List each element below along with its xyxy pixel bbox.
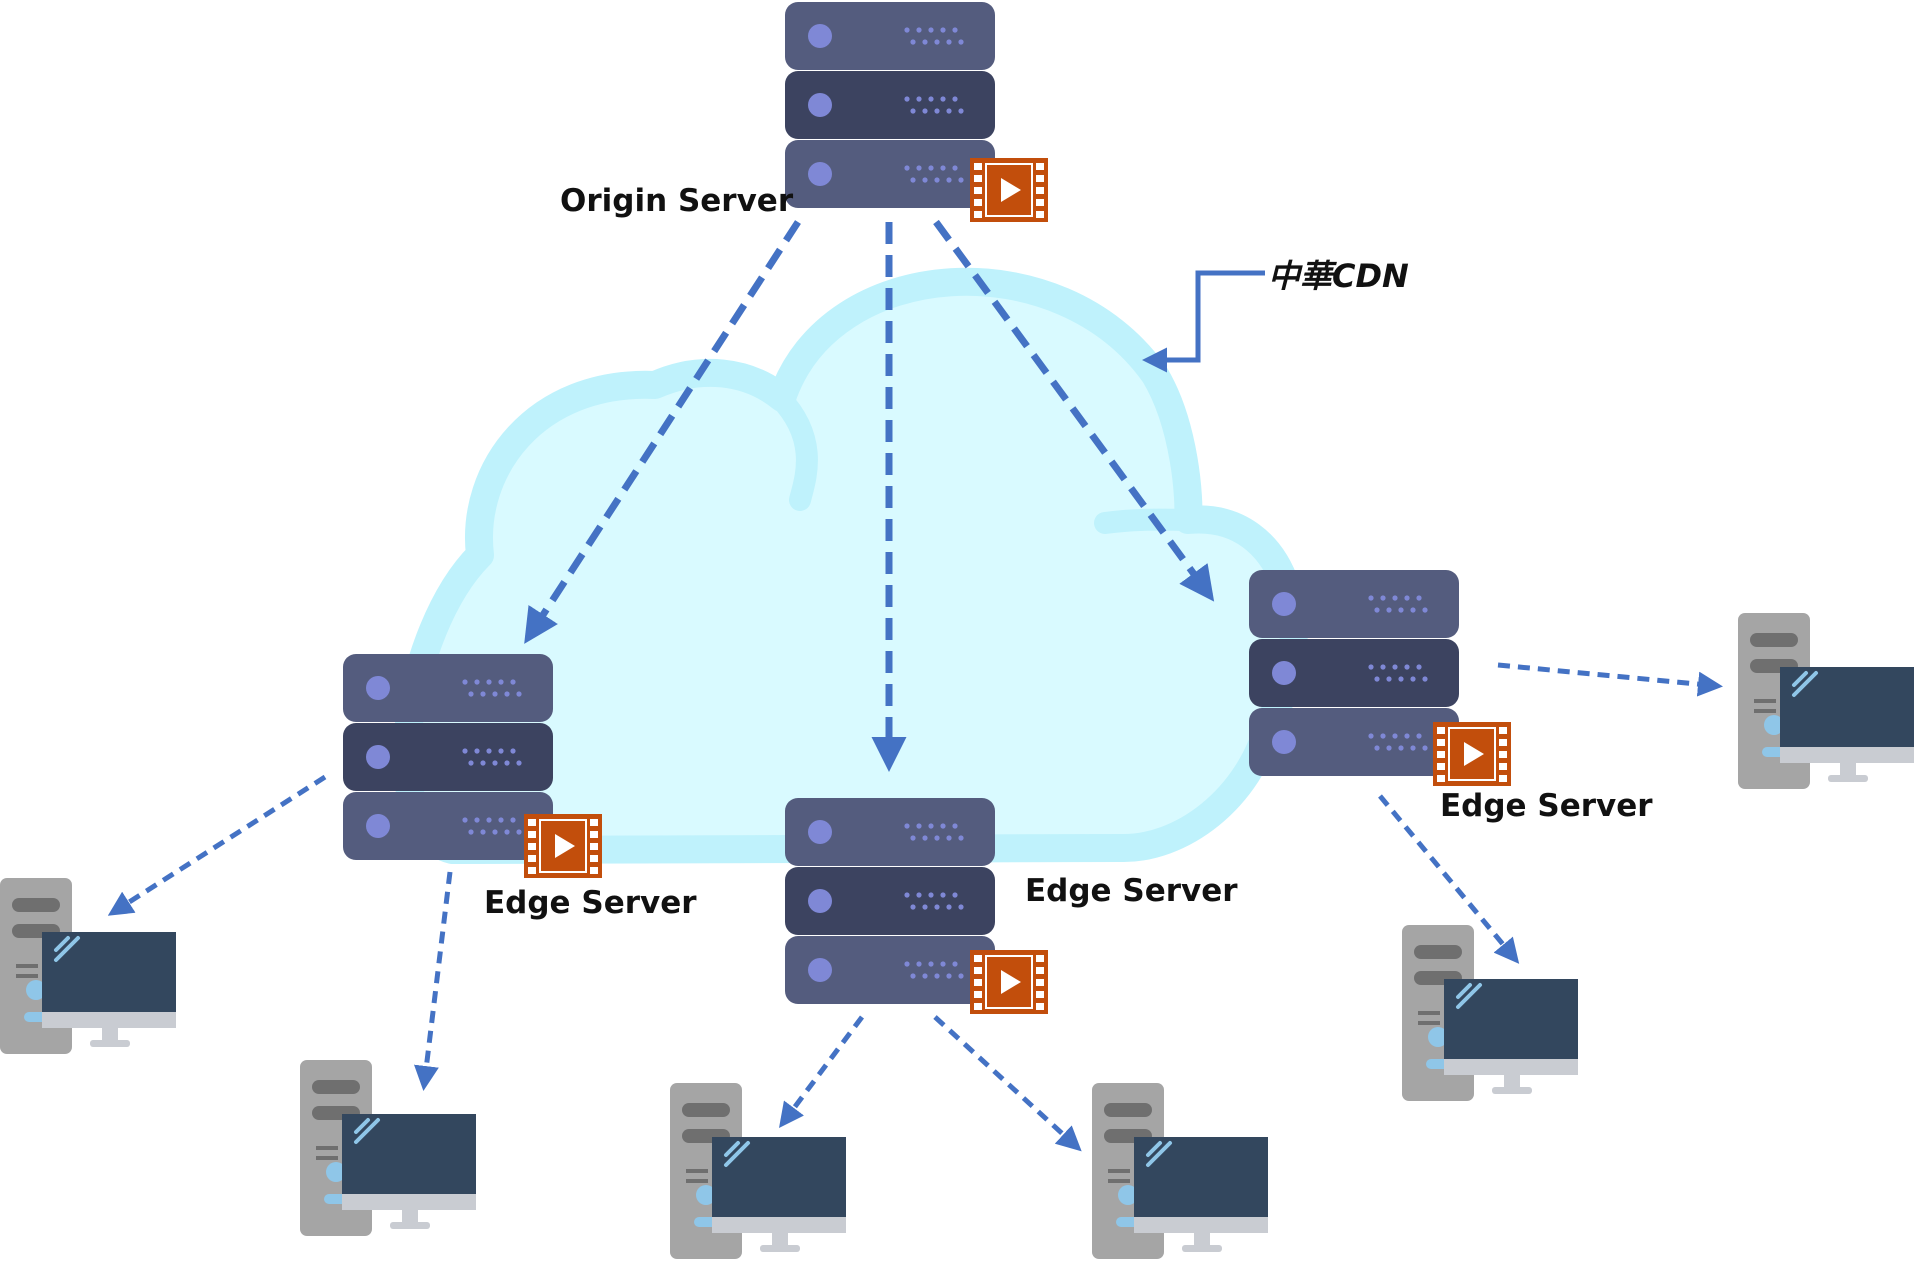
client-computer-icon: [0, 876, 178, 1056]
edge-server-right-icon: [1249, 570, 1459, 776]
client-computer-icon: [1400, 923, 1580, 1103]
edge-left-video-icon: [523, 813, 603, 879]
origin-server-label: Origin Server: [560, 183, 794, 219]
edge-server-center-label: Edge Server: [1025, 873, 1238, 909]
edge-center-to-client-arrow: [933, 1015, 1082, 1152]
edge-server-center-icon: [785, 798, 995, 1004]
cloud-inner-curve-left: [769, 387, 818, 511]
client-computer-icon: [1090, 1081, 1270, 1261]
origin-to-edge-left-arrow: [524, 220, 801, 644]
origin-server-icon: [785, 2, 995, 208]
edge-left-to-client-arrow: [414, 871, 453, 1091]
edge-center-video-icon: [969, 949, 1049, 1015]
edge-left-to-client-arrow: [107, 774, 327, 916]
edge-server-left-icon: [343, 654, 553, 860]
client-computer-icon: [1736, 611, 1914, 791]
origin-video-icon: [969, 157, 1049, 223]
edge-right-to-client-arrow: [1378, 794, 1520, 964]
client-computer-icon: [668, 1081, 848, 1261]
cdn-callout-arrow: [1142, 270, 1265, 373]
edge-center-to-client-arrow: [779, 1015, 865, 1129]
cdn-label: 中華CDN: [1268, 257, 1409, 295]
edge-right-video-icon: [1432, 721, 1512, 787]
cloud-inner-curve-right: [1094, 508, 1201, 534]
edge-server-left-label: Edge Server: [484, 885, 697, 921]
origin-to-edge-right-arrow: [933, 219, 1215, 602]
edge-server-right-label: Edge Server: [1440, 788, 1653, 824]
edge-right-to-client-arrow: [1497, 662, 1723, 697]
client-computer-icon: [298, 1058, 478, 1238]
